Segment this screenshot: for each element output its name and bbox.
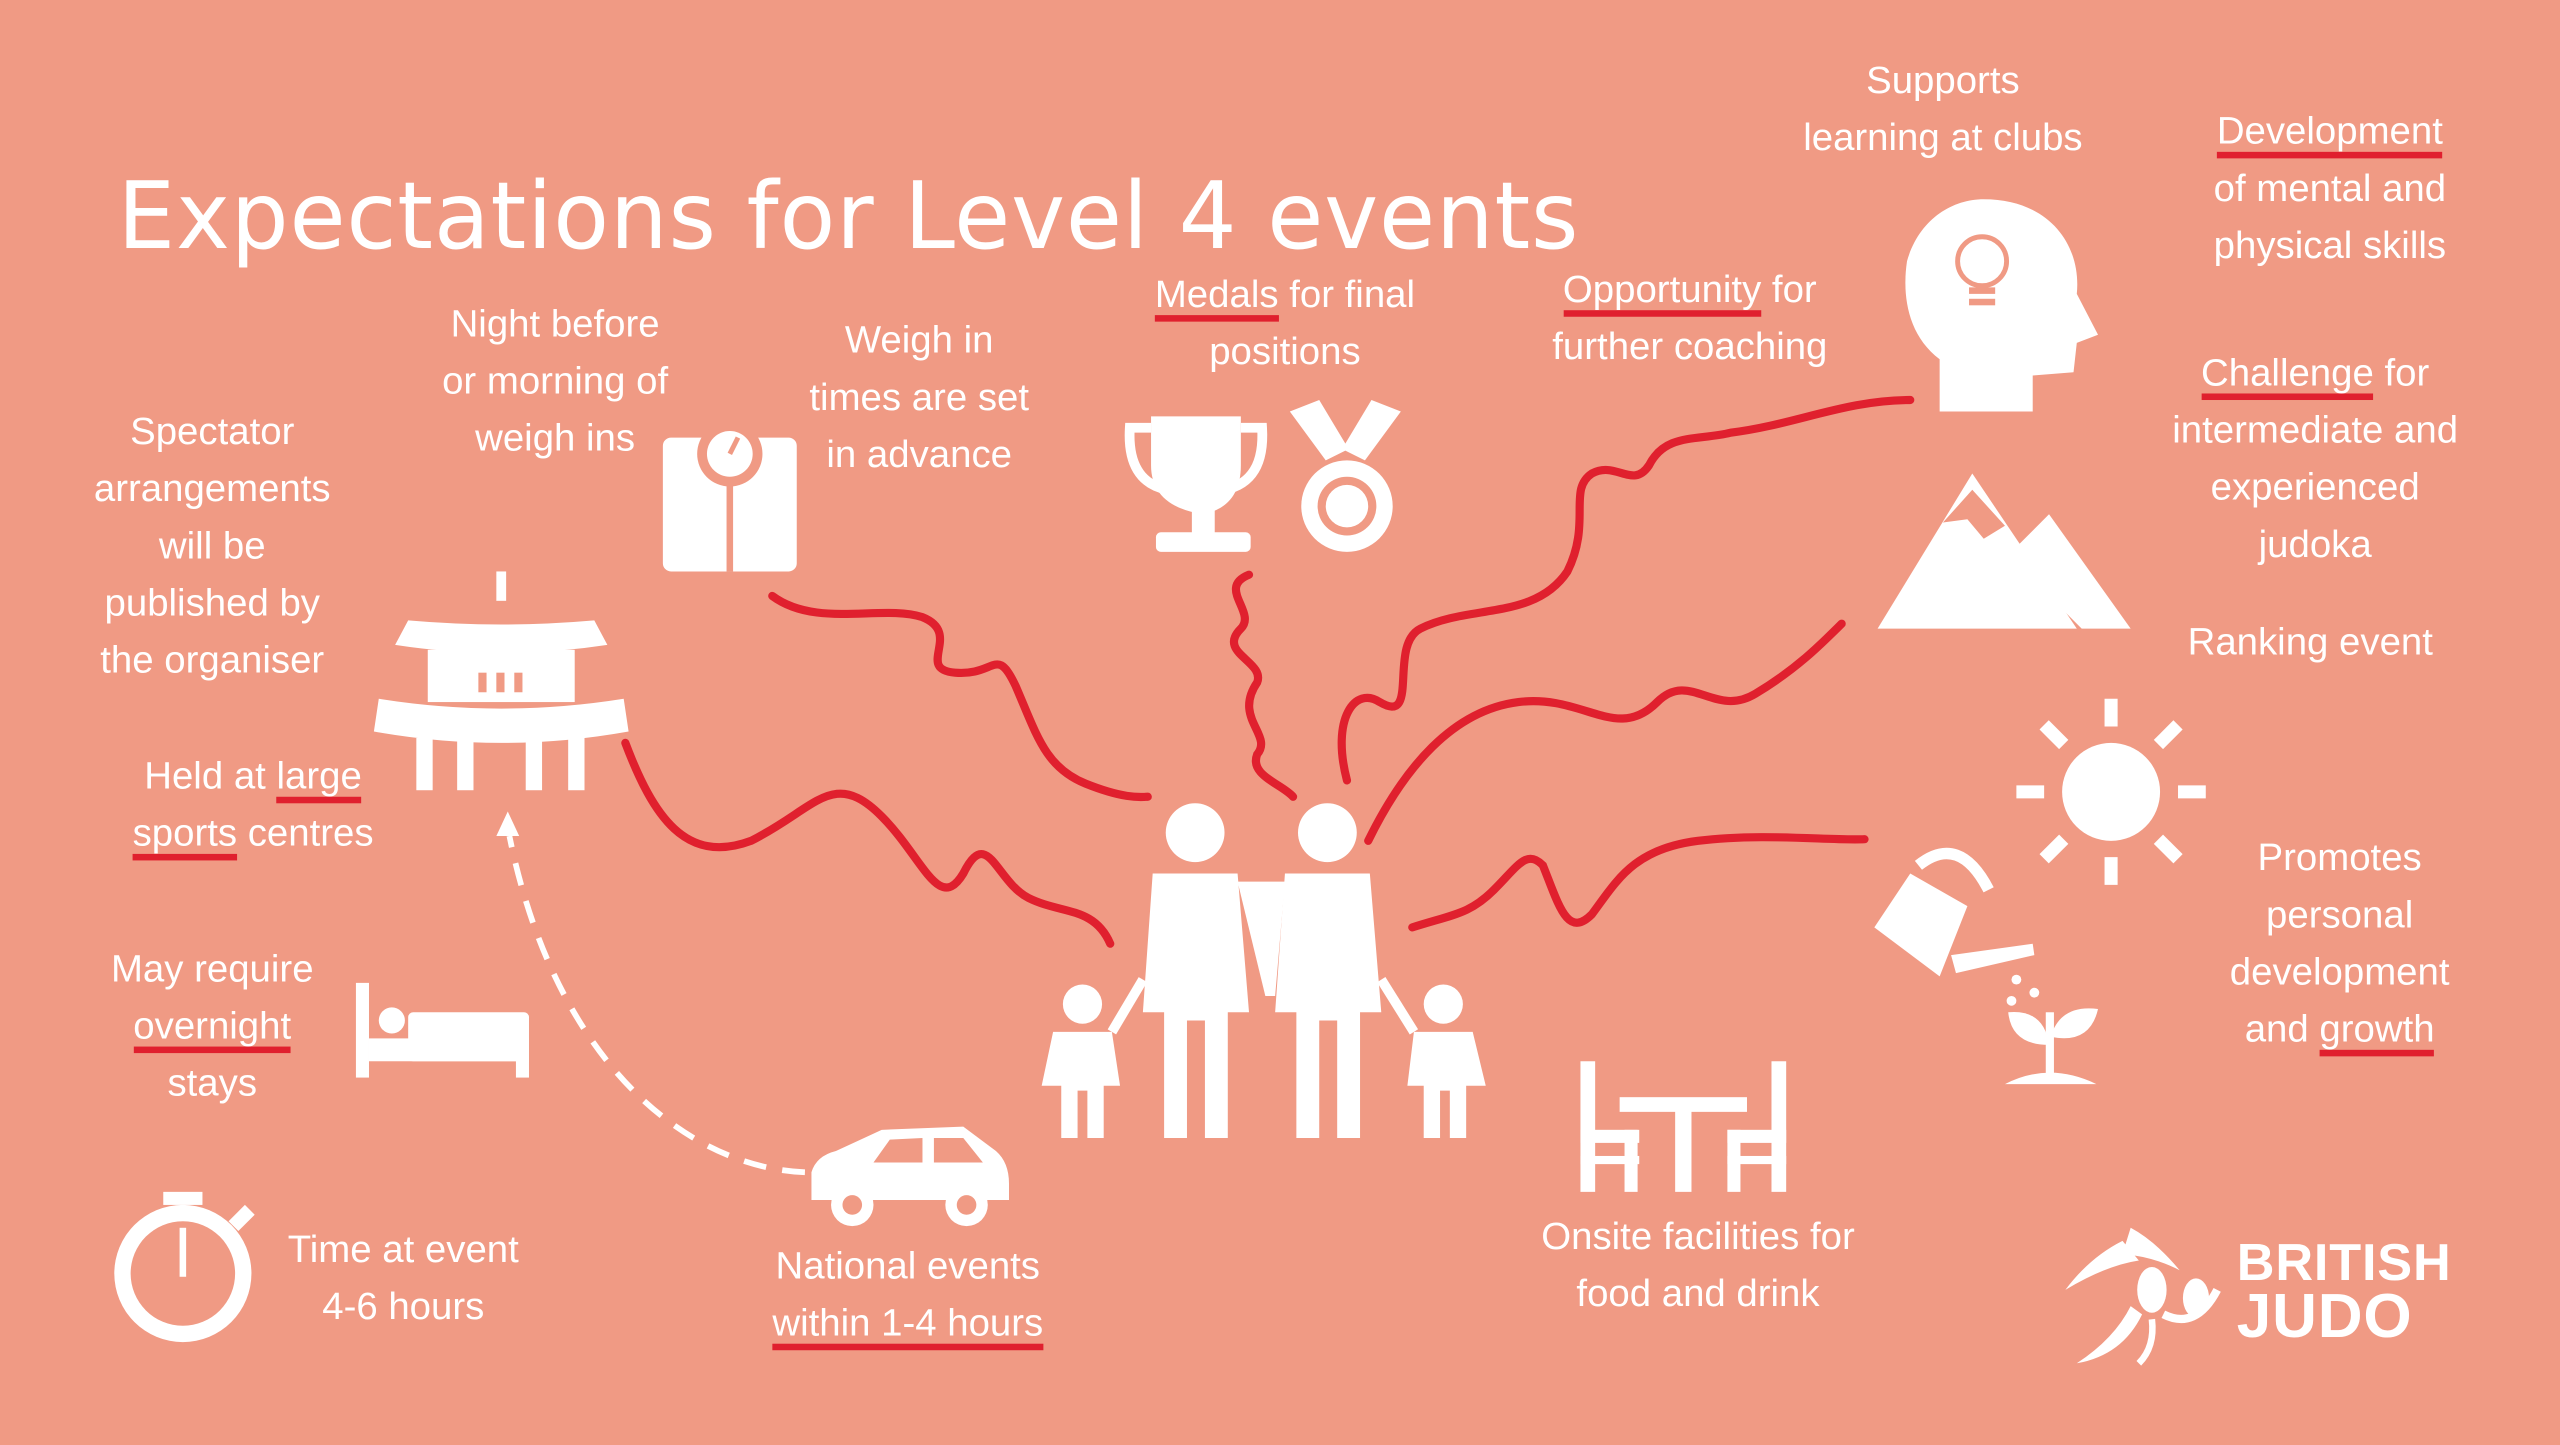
label-line: learning at clubs [1803, 115, 2083, 159]
connector-medals [1229, 570, 1298, 801]
label-line: Supports [1866, 58, 2020, 102]
british-judo-wordmark: BRITISH JUDO [2236, 1232, 2452, 1352]
label-line: intermediate and [2172, 408, 2459, 451]
label-text: for final [1278, 272, 1416, 316]
label-line: development [2229, 950, 2450, 993]
connector-coaching [1337, 395, 1915, 785]
british-judo-logo [2065, 1227, 2221, 1366]
underlined-word: within 1-4 hours [772, 1301, 1044, 1351]
label-line: physical skills [2213, 223, 2447, 267]
connector-weigh-in [768, 591, 1152, 802]
label-spectator: Spectator arrangements will be published… [94, 403, 331, 689]
medal-icon [1289, 400, 1401, 552]
label-line: judoka [2258, 522, 2372, 565]
underlined-word: Medals [1154, 272, 1279, 322]
label-development: Development of mental and physical skill… [2213, 103, 2447, 274]
label-line: food and drink [1576, 1271, 1820, 1315]
trophy-icon [1124, 416, 1268, 552]
logo-line-1: BRITISH [2236, 1232, 2452, 1292]
label-night-before: Night before or morning of weigh ins [442, 296, 668, 467]
label-line: in advance [826, 432, 1012, 476]
label-line: 4-6 hours [322, 1284, 485, 1328]
label-onsite-facilities: Onsite facilities for food and drink [1541, 1208, 1854, 1322]
label-line: the organiser [100, 638, 325, 681]
plant-icon [2004, 1008, 2099, 1085]
label-line: Weigh in [844, 318, 994, 361]
connector-challenge [1364, 619, 1846, 845]
underlined-word: Opportunity [1562, 267, 1762, 317]
label-line: May require [110, 946, 314, 990]
label-line: Night before [450, 302, 660, 345]
label-medals: Medals for final positions [1154, 266, 1416, 380]
label-held-at: Held at large sports centres [132, 748, 374, 862]
label-line: experienced [2210, 465, 2420, 508]
label-line: stays [167, 1061, 258, 1104]
sun-icon [2016, 698, 2206, 885]
label-ranking-event: Ranking event [2187, 620, 2433, 663]
dashed-route [496, 811, 806, 1176]
label-promotes: Promotes personal development and growth [2230, 829, 2450, 1058]
underlined-word: large [277, 754, 362, 804]
label-line: Time at event [287, 1227, 519, 1271]
label-time-at-event: Time at event 4-6 hours [288, 1221, 519, 1335]
logo-line-2: JUDO [2236, 1283, 2413, 1352]
mountain-icon [1877, 473, 2131, 629]
stopwatch-icon [114, 1191, 255, 1343]
scale-icon [662, 421, 797, 572]
connector-venue [621, 738, 1115, 948]
label-line: published by [104, 581, 320, 624]
label-line: or morning of [442, 359, 669, 402]
label-line: Promotes [2257, 835, 2422, 879]
label-line: weigh ins [475, 416, 636, 459]
bed-icon [355, 982, 529, 1078]
label-line: positions [1209, 329, 1361, 373]
label-text: Held at [144, 754, 277, 797]
label-overnight: May require overnight stays [111, 940, 314, 1111]
label-line: times are set [809, 375, 1030, 418]
label-supports-learning: Supports learning at clubs [1803, 52, 2082, 166]
page-title: Expectations for Level 4 events [117, 163, 1580, 272]
label-text: centres [237, 811, 374, 854]
label-line: of mental and [2213, 166, 2447, 209]
label-national-events: National events within 1-4 hours [772, 1238, 1044, 1352]
table-chairs-icon [1580, 1061, 1787, 1192]
label-challenge: Challenge for intermediate and experienc… [2172, 344, 2458, 573]
watering-can-icon [1874, 847, 2040, 1006]
underlined-word: growth [2319, 1007, 2435, 1057]
pagoda-icon [373, 571, 629, 791]
head-lightbulb-icon [1905, 199, 2099, 412]
underlined-word: Development [2216, 109, 2443, 159]
label-line: Onsite facilities for [1541, 1214, 1855, 1258]
connector-growth [1408, 833, 1869, 932]
label-text: for [2373, 351, 2430, 394]
label-line: arrangements [93, 466, 331, 510]
family-icon [1041, 803, 1486, 1138]
label-text: and [2244, 1007, 2320, 1050]
car-icon [811, 1126, 1010, 1227]
label-line: National events [775, 1244, 1041, 1287]
underlined-word: Challenge [2201, 351, 2374, 401]
connector-lines [621, 395, 1915, 948]
label-line: further coaching [1552, 324, 1828, 368]
label-text: for [1761, 267, 1817, 311]
underlined-word: sports [132, 811, 238, 861]
label-weigh-in: Weigh in times are set in advance [809, 312, 1029, 483]
underlined-word: overnight [133, 1004, 292, 1054]
label-line: Spectator [130, 409, 295, 453]
label-line: will be [158, 524, 266, 567]
label-line: personal [2266, 893, 2414, 936]
label-opportunity: Opportunity for further coaching [1552, 261, 1827, 375]
